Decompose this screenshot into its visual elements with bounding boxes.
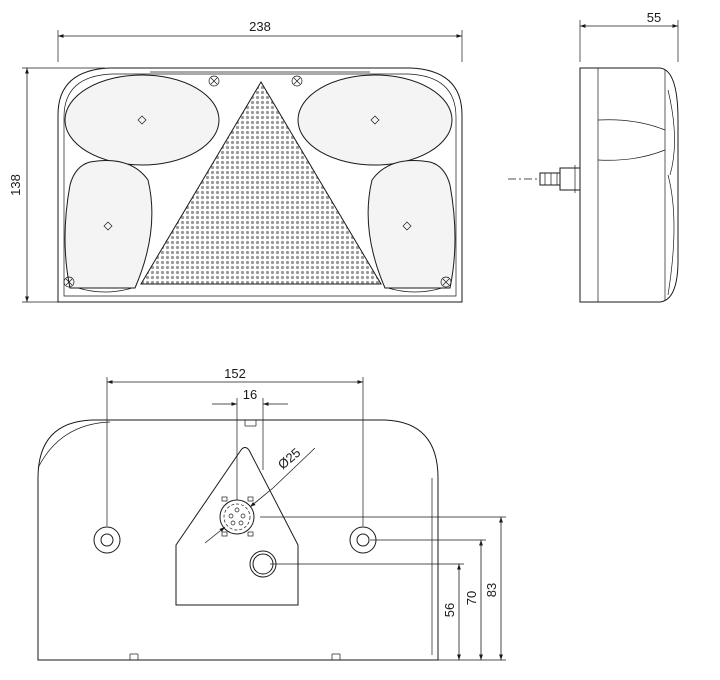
- screw-icon: [208, 75, 220, 87]
- socket-mounting-plate: [175, 447, 299, 606]
- screw-icon: [440, 276, 452, 288]
- rear-view: 152 16 Ø25 56 70 83: [37, 366, 506, 661]
- front-view: 238 138: [8, 19, 463, 303]
- dimension-56-label: 56: [442, 603, 457, 617]
- depth-dimension-label: 55: [647, 10, 661, 25]
- screw-icon: [291, 75, 303, 87]
- screw-icon: [63, 276, 75, 288]
- lower-right-lens: [367, 159, 456, 289]
- width-dimension-label: 238: [249, 19, 271, 34]
- hole-spacing-label: 152: [224, 366, 246, 381]
- upper-right-lens: [297, 74, 453, 166]
- reflector-triangle: [140, 81, 382, 285]
- dimension-83-label: 83: [484, 583, 499, 597]
- dimension-70-label: 70: [464, 591, 479, 605]
- lower-left-lens: [64, 159, 153, 289]
- socket-connector: [219, 499, 255, 535]
- socket-offset-label: 16: [243, 387, 257, 402]
- socket-diameter-label: Ø25: [275, 445, 303, 472]
- side-view: 55: [508, 10, 679, 303]
- upper-left-lens: [64, 74, 220, 166]
- left-mounting-hole: [93, 526, 121, 554]
- height-dimension-label: 138: [8, 174, 23, 196]
